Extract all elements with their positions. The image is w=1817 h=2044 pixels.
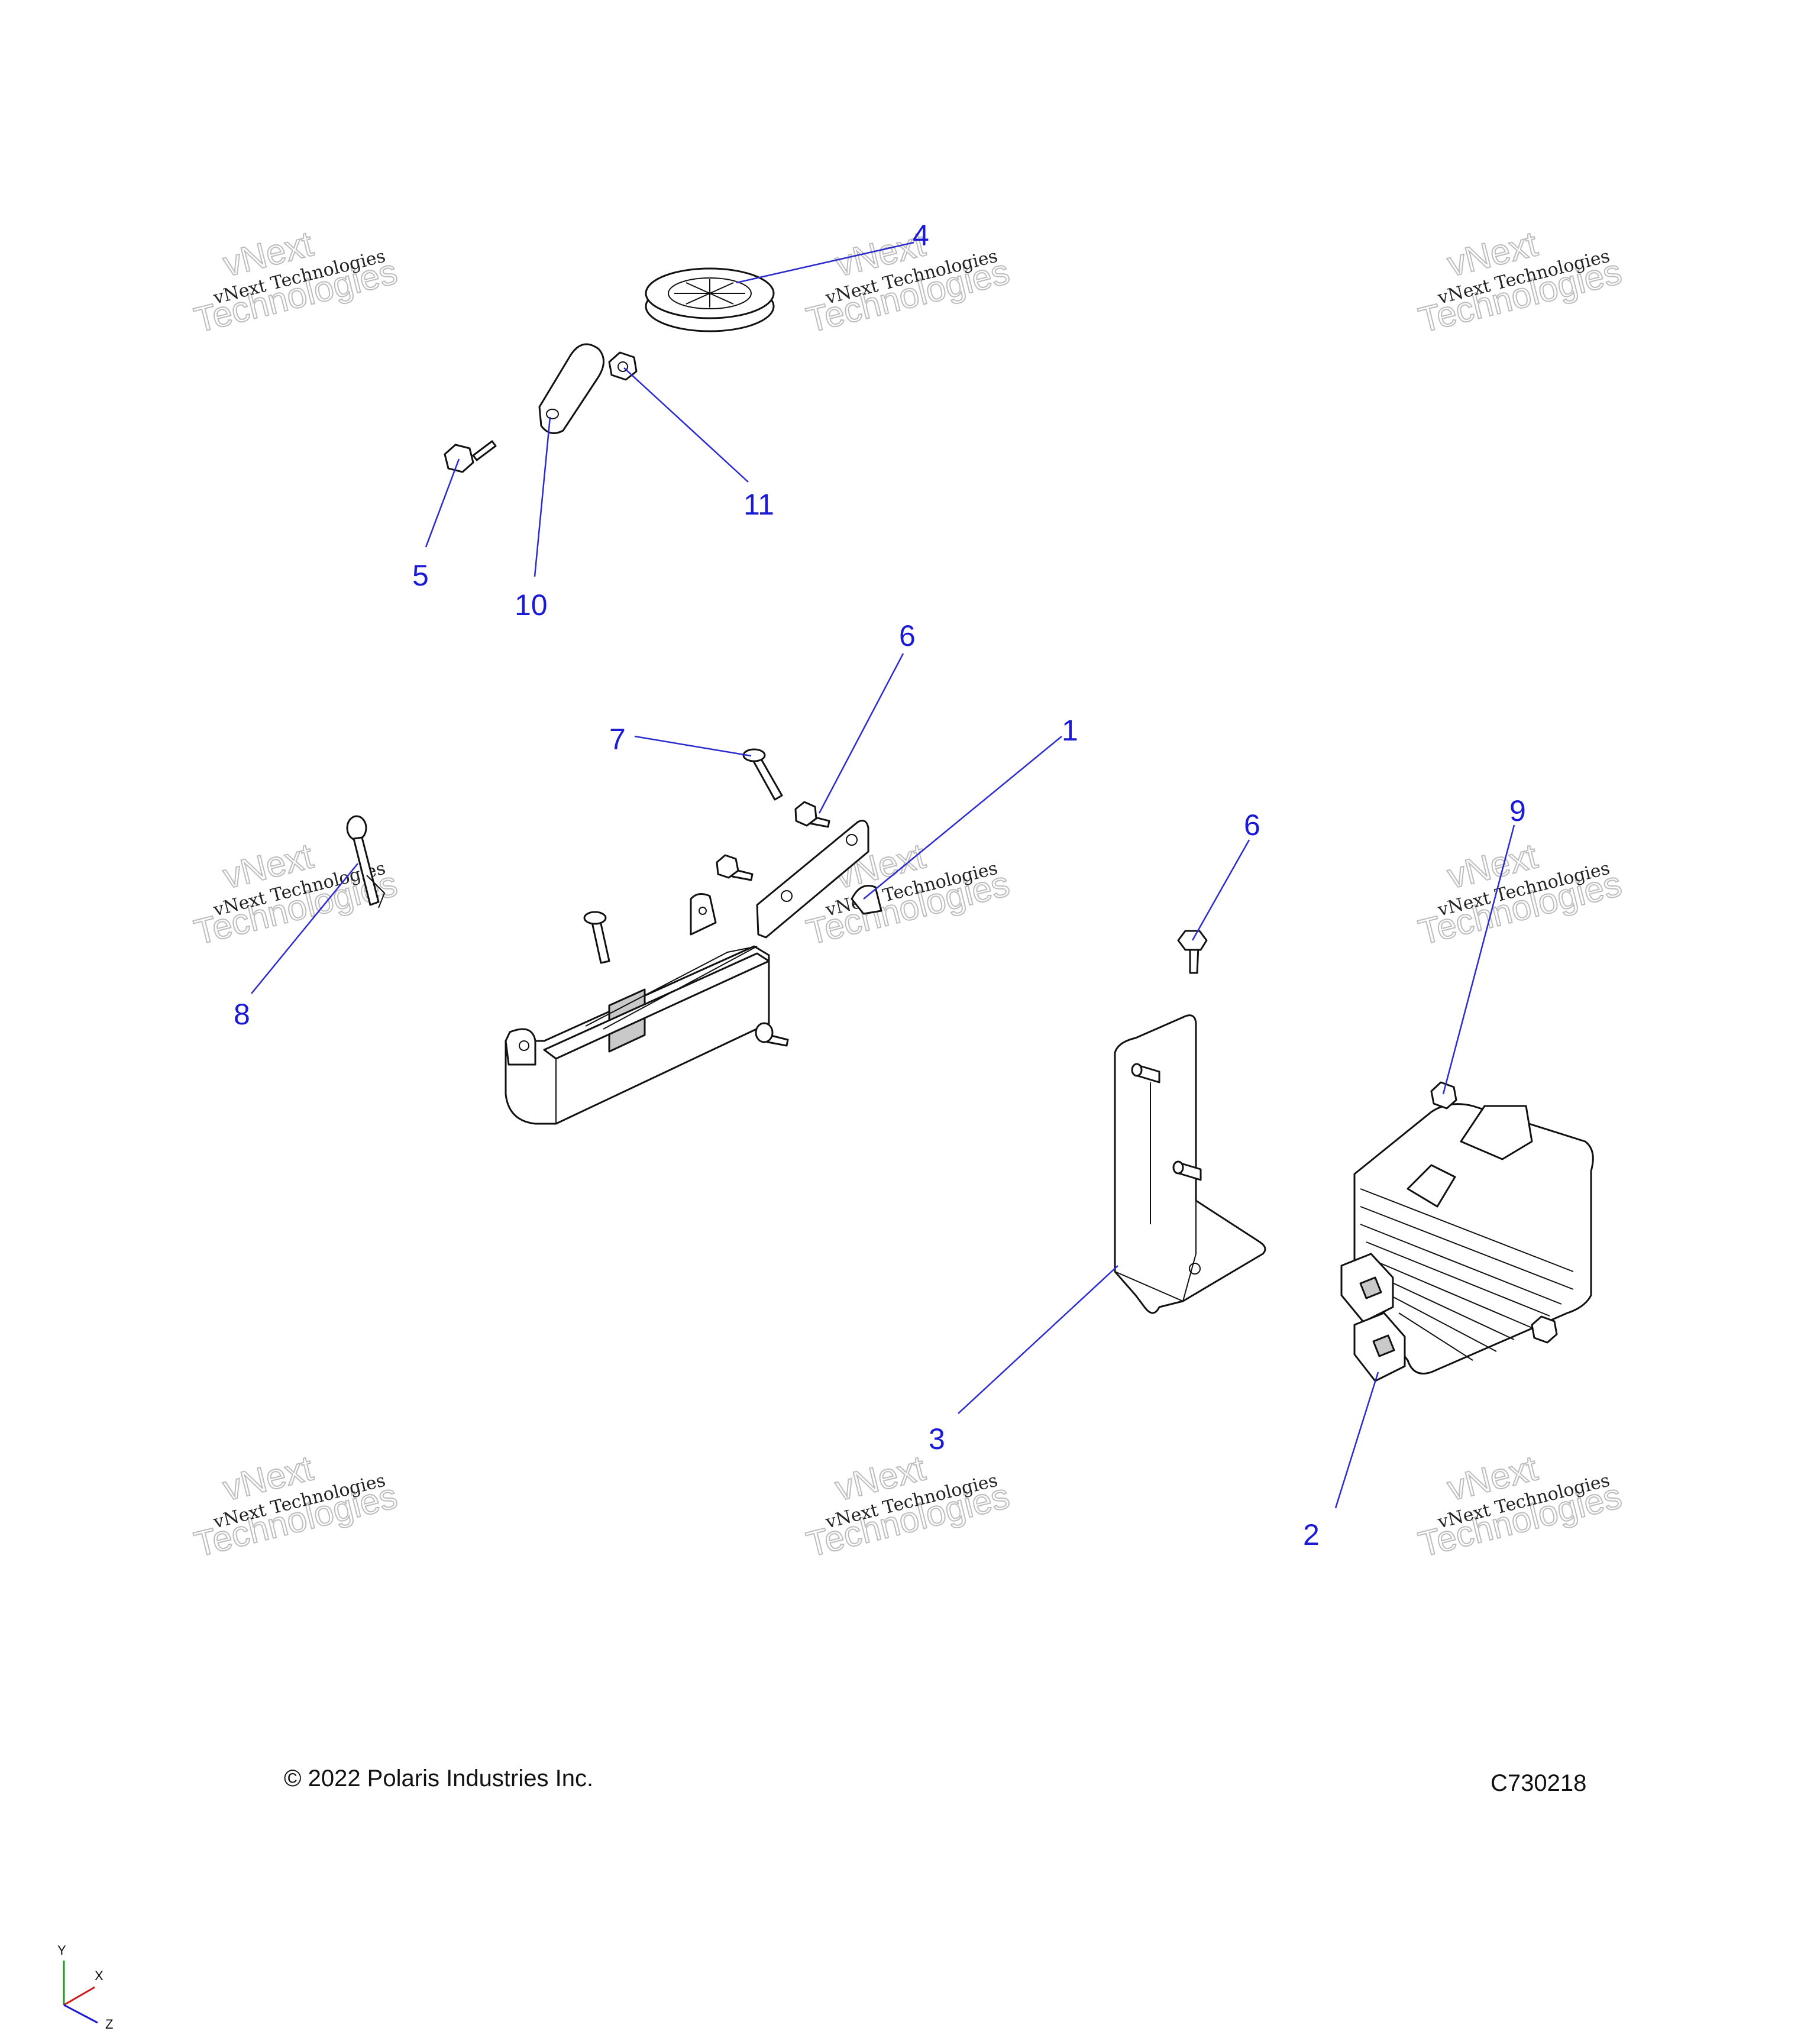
leader-8 — [251, 863, 358, 994]
callout-6-upper: 6 — [899, 619, 916, 652]
p-clamp-part — [538, 343, 604, 434]
flange-bolt-6-right-part — [1177, 930, 1208, 974]
callout-8: 8 — [234, 998, 250, 1031]
watermark: vNext Technologies vNext Technologies — [1414, 835, 1626, 953]
screw-bottom-part — [755, 1022, 789, 1047]
axis-z-label: Z — [105, 2017, 113, 2032]
callout-4: 4 — [913, 219, 929, 252]
leader-10 — [534, 416, 551, 577]
leader-5 — [425, 458, 460, 548]
flange-bolt-middle-part — [716, 854, 754, 881]
callout-9: 9 — [1509, 794, 1526, 827]
leader-6-right — [1191, 839, 1250, 941]
flange-bolt-6-upper-part — [794, 801, 830, 828]
callout-11: 11 — [743, 488, 774, 521]
leader-7 — [634, 735, 752, 757]
axis-y-label: Y — [57, 1943, 66, 1958]
copyright-text: © 2022 Polaris Industries Inc. — [284, 1765, 593, 1791]
watermark: vNext Technologies vNext Technologies — [1414, 1447, 1626, 1565]
watermark: vNext Technologies vNext Technologies — [1414, 223, 1626, 341]
watermark: vNext Technologies vNext Technologies — [190, 223, 402, 341]
callout-1: 1 — [1062, 714, 1078, 747]
watermark: vNext Technologies vNext Technologies — [802, 223, 1014, 341]
leader-9 — [1442, 824, 1515, 1095]
leader-lines — [251, 241, 1515, 1509]
bolt-5-part — [444, 440, 497, 473]
callout-7: 7 — [609, 723, 626, 756]
regulator-bracket-part — [1114, 1014, 1266, 1314]
callout-5: 5 — [412, 559, 429, 592]
drawing-code: C730218 — [1491, 1770, 1586, 1796]
leader-6-upper — [818, 653, 904, 814]
main-bracket-part — [505, 820, 882, 1125]
callout-3: 3 — [929, 1422, 945, 1456]
axis-triad: Y X Z — [57, 1943, 113, 2032]
screw-left-part — [583, 911, 610, 964]
leader-3 — [958, 1265, 1118, 1414]
axis-x-label: X — [95, 1968, 104, 1983]
screw-7-part — [742, 748, 783, 801]
callout-10: 10 — [515, 588, 548, 622]
leader-4 — [736, 241, 914, 284]
leader-1 — [863, 736, 1062, 900]
leader-11 — [623, 367, 749, 483]
callout-2: 2 — [1303, 1518, 1320, 1551]
watermark: vNext Technologies vNext Technologies — [190, 1447, 402, 1565]
voltage-regulator-part — [1340, 1081, 1594, 1382]
leader-2 — [1334, 1372, 1379, 1509]
watermark: vNext Technologies vNext Technologies — [802, 1447, 1014, 1565]
ring-terminal-part — [346, 815, 386, 908]
callout-6-right: 6 — [1244, 808, 1260, 842]
